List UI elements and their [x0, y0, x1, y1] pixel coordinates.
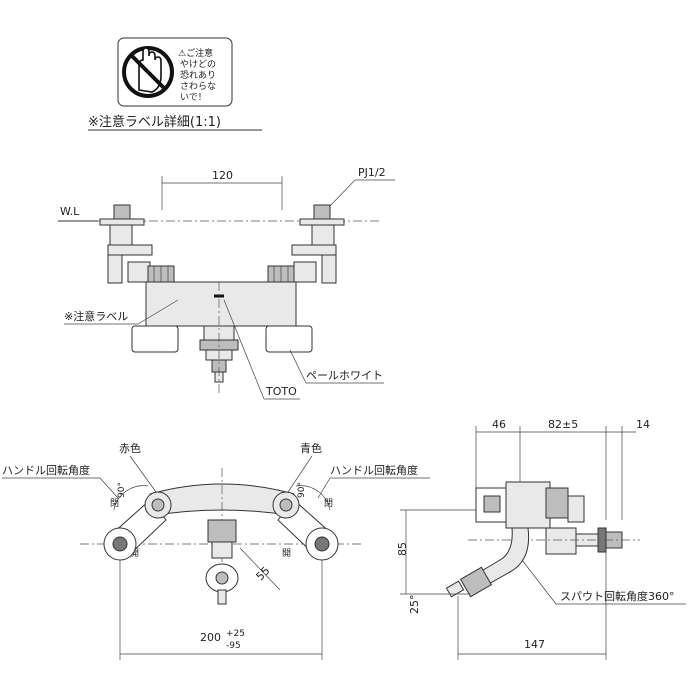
spout-angle-leader	[521, 559, 557, 605]
right-leg-bracket	[293, 261, 317, 283]
left-valve-cap	[151, 498, 165, 512]
blue-leader	[287, 455, 313, 493]
dim-200-tol-plus: +25	[226, 629, 245, 639]
dim-120-label: 120	[212, 169, 233, 182]
left-rotation-arc	[113, 485, 149, 511]
side-spout-nut	[459, 566, 493, 598]
caution-label-caption: ※注意ラベル詳細(1:1)	[88, 114, 221, 130]
side-spout-tip	[445, 580, 465, 598]
handle-angle-right-leader	[317, 477, 331, 499]
top-spout-collar	[207, 519, 237, 543]
handle-angle-left-label: ハンドル回転角度	[2, 463, 90, 477]
spout-angle-label: スパウト回転角度360°	[560, 589, 675, 603]
side-body	[505, 481, 551, 529]
right-inlet-elbow	[311, 224, 335, 246]
dim-85-label: 85	[396, 542, 409, 556]
left-inlet-arm	[107, 244, 153, 256]
dim-25-label: 25°	[408, 595, 421, 615]
right-handle-front	[265, 325, 313, 353]
left-inlet-nut	[113, 204, 131, 220]
right-inlet-nut	[313, 204, 331, 220]
side-handle-cap	[483, 495, 501, 513]
top-view: 赤色 青色 ハンドル回転角度 ハンドル回転角度 90° 90° 閉 開 閉 開	[2, 441, 430, 660]
dim-82-label: 82±5	[548, 418, 578, 431]
right-handle-knob-cap	[314, 536, 330, 552]
right-rotation-arc	[295, 485, 331, 511]
dim-55-line	[239, 547, 281, 591]
dim-200-tol-minus: -95	[226, 641, 241, 651]
red-leader	[129, 455, 157, 493]
red-color-label: 赤色	[119, 441, 141, 455]
right-valve-cap	[279, 498, 293, 512]
pj-label: PJ1/2	[358, 166, 386, 179]
right-inlet-leg	[321, 254, 337, 284]
handle-angle-left-leader	[99, 477, 119, 499]
closed-left-label: 閉	[110, 498, 119, 509]
no-touch-hand-icon	[122, 46, 174, 98]
side-coupling	[545, 487, 569, 519]
caution-label-callout: ※注意ラベル	[64, 309, 128, 323]
top-spout-neck	[211, 541, 233, 559]
caution-text-line-4: さわらな	[180, 81, 216, 92]
left-inlet-flange	[99, 218, 145, 226]
caution-callout-leader	[137, 299, 179, 325]
top-spout-tail	[217, 589, 227, 605]
handle-color-leader	[289, 349, 307, 384]
caution-label-detail: ⚠ご注意 やけどの 恐れあり さわらな いで！ ※注意ラベル詳細(1:1)	[88, 37, 262, 131]
caution-text-line-2: やけどの	[180, 59, 216, 70]
caution-text-line-1: ⚠ご注意	[178, 47, 213, 59]
caution-text-line-5: いで！	[180, 92, 207, 103]
left-inlet-elbow	[109, 224, 133, 246]
brand-callout-leader	[223, 299, 265, 400]
open-left-label: 開	[130, 548, 139, 559]
angle-right-label: 90°	[297, 482, 307, 498]
left-handle-front	[131, 325, 179, 353]
dim-55-label: 55	[254, 564, 273, 583]
left-leg-bracket	[127, 261, 151, 283]
brand-callout: TOTO	[265, 385, 297, 398]
open-right-label: 開	[282, 548, 291, 559]
dim-46-label: 46	[492, 418, 506, 431]
pj-leader	[329, 179, 356, 207]
dim-200-label: 200	[200, 631, 221, 644]
right-inlet-arm	[291, 244, 337, 256]
side-arm	[567, 495, 585, 523]
blue-color-label: 青色	[300, 441, 322, 455]
dim-14-label: 14	[636, 418, 650, 431]
left-inlet-leg	[107, 254, 123, 284]
top-spout-aerator	[215, 571, 229, 585]
handle-color-callout: ペールホワイト	[306, 369, 383, 382]
angle-left-label: 90°	[117, 482, 127, 498]
caution-text-line-3: 恐れあり	[180, 70, 216, 81]
left-handle-knob-cap	[112, 536, 128, 552]
side-lower-body	[545, 527, 577, 555]
front-view: 120 W.L PJ1/2	[58, 166, 395, 400]
side-view: 46 82±5 14 85 25° スパウト回転角度360° 147	[396, 418, 686, 660]
closed-right-label: 閉	[324, 498, 333, 509]
right-inlet-flange	[299, 218, 345, 226]
wl-label: W.L	[60, 205, 80, 218]
handle-angle-right-label: ハンドル回転角度	[330, 463, 418, 477]
dim-147-label: 147	[524, 638, 545, 651]
faucet-body	[145, 281, 297, 327]
